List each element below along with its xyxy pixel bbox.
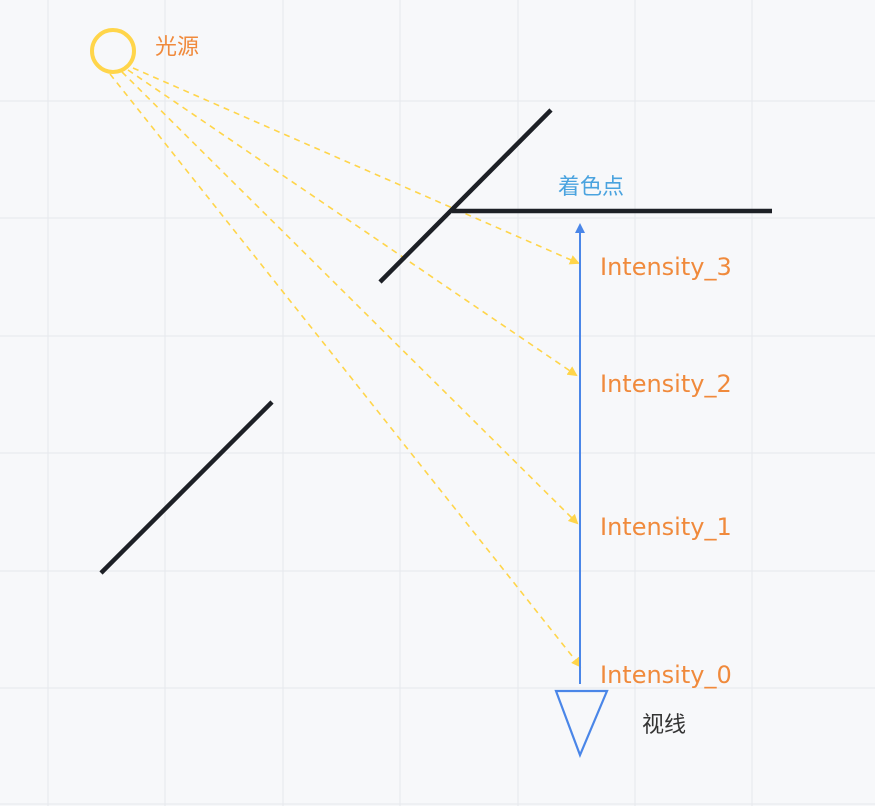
eye-triangle (554, 689, 609, 758)
light-source-circle (90, 28, 136, 74)
intensity-3-label: Intensity_3 (600, 253, 732, 281)
light-source-label: 光源 (155, 35, 199, 60)
light-rays (109, 67, 582, 668)
light-ray-0 (109, 73, 582, 668)
light-ray-3 (132, 67, 580, 265)
intensity-0-label: Intensity_0 (600, 661, 732, 689)
surfaces (99, 108, 772, 575)
light-ray-2 (127, 69, 578, 377)
surface-mirror-upper (378, 108, 553, 284)
light-ray-1 (121, 71, 579, 525)
intensity-1-label: Intensity_1 (600, 513, 732, 541)
shading-point-label: 着色点 (558, 175, 624, 200)
view-line-label: 视线 (642, 713, 686, 738)
surface-mirror-lower (99, 400, 274, 575)
intensity-2-label: Intensity_2 (600, 370, 732, 398)
